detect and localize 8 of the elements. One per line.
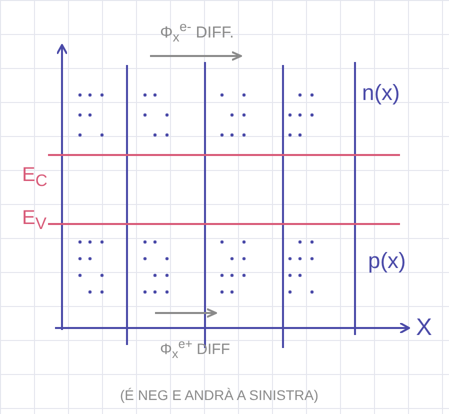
band-label: E$_{V}$ <box>22 208 46 233</box>
axis-label: X <box>416 316 432 340</box>
carrier-density-label: n(x) <box>362 82 400 104</box>
flux-label: Φ$_{x}$$^{e+}$ DIFF <box>160 338 230 360</box>
carrier-density-label: p(x) <box>368 250 406 272</box>
flux-label: Φ$_{x}$$^{e-}$ DIFF. <box>160 20 234 44</box>
band-label: E$_{C}$ <box>22 165 48 190</box>
note-text: (É NEG E ANDRÀ A SINISTRA) <box>120 388 318 402</box>
